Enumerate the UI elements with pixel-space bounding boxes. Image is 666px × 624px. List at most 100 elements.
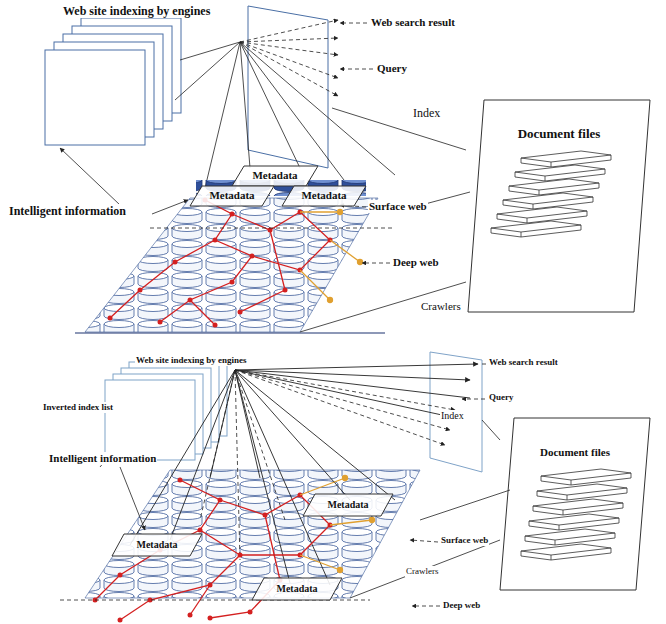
orange-links (330, 240, 360, 262)
red-nodes (108, 316, 113, 321)
query-arrows (200, 364, 486, 560)
query-arrows (240, 42, 338, 96)
orange-links (300, 555, 340, 570)
query-arrows (340, 23, 367, 24)
node-text: Metadata (135, 539, 178, 551)
red-nodes (173, 260, 178, 265)
deep-web-storage (85, 470, 420, 598)
red-nodes (138, 288, 143, 293)
callout-label: Intelligent information (48, 452, 157, 465)
red-network (210, 515, 280, 618)
red-nodes (158, 320, 163, 325)
red-nodes (188, 298, 193, 303)
leader-lines (420, 490, 510, 520)
callout-label: Inverted index list (42, 402, 114, 413)
node-outline-shape (303, 494, 393, 516)
fan-lines (240, 42, 300, 168)
page-stack (105, 356, 227, 460)
callout-label: Surface web (440, 535, 489, 546)
node-outline-shape (190, 186, 274, 206)
red-nodes (250, 254, 255, 259)
red-network (232, 212, 330, 270)
document-slabs (521, 151, 611, 167)
query-arrows (235, 370, 455, 410)
red-network (190, 300, 215, 325)
document-slabs (521, 544, 611, 560)
orange-links (300, 270, 330, 300)
fan-lines (205, 42, 240, 188)
red-nodes (230, 212, 235, 217)
query-arrows (240, 42, 338, 78)
red-nodes (218, 498, 223, 503)
node-text: Metadata (275, 583, 318, 595)
node-text: Metadata (251, 169, 298, 182)
orange-links (300, 478, 345, 495)
surface-boundary (150, 228, 395, 229)
orange-links (300, 476, 375, 573)
query-arrows (240, 20, 338, 42)
node-outline-shape (232, 166, 318, 186)
leader-lines (120, 467, 145, 530)
leader-lines (332, 108, 466, 150)
fan-lines (240, 42, 250, 168)
leader-lines (350, 540, 500, 598)
query-arrows (240, 38, 338, 42)
red-nodes (230, 280, 235, 285)
callout-label: Deep web (392, 256, 440, 269)
red-nodes (118, 618, 123, 623)
node-text: Metadata (208, 189, 255, 202)
metadata-plane: Metadata (190, 186, 274, 206)
document-slabs (521, 469, 631, 560)
ground-line (75, 332, 385, 333)
fan-lines (235, 370, 470, 398)
document-slabs (541, 469, 631, 485)
query-arrows (235, 370, 450, 430)
callout-label: Crawlers (405, 566, 440, 577)
deep-web-storage-group (85, 470, 420, 598)
node-outline-shape (500, 418, 650, 590)
page-stack (45, 50, 145, 145)
metadata-plane: Metadata (252, 578, 342, 600)
fan-lines (235, 370, 395, 500)
fan-lines (235, 370, 330, 585)
callout-label: Deep web (442, 600, 481, 611)
red-nodes (93, 478, 333, 623)
fan-lines (235, 370, 260, 478)
fan-lines (235, 370, 470, 380)
fan-lines (235, 370, 350, 500)
callout-label: Query (376, 62, 408, 75)
fan-lines (175, 42, 240, 100)
callout-label: Index (440, 410, 465, 422)
document-slabs (515, 165, 605, 181)
metadata-plane: Metadata (282, 186, 366, 206)
panel-title: Web site indexing by engines (62, 4, 211, 18)
query-arrows (482, 364, 486, 365)
metadata-plane: Metadata (303, 494, 393, 516)
callout-label: Crawlers (420, 300, 462, 313)
query-arrows (462, 399, 485, 400)
red-nodes (213, 323, 218, 328)
fan-lines (175, 42, 395, 188)
fan-lines (235, 370, 465, 420)
orange-links (300, 211, 340, 212)
leader-lines (60, 148, 120, 205)
query-arrows (340, 69, 373, 70)
metadata-plane: Metadata (112, 534, 202, 556)
document-slabs (497, 207, 587, 223)
red-network (110, 240, 215, 318)
fan-lines (240, 42, 395, 175)
red-nodes (263, 513, 268, 518)
node-text: Metadata (300, 189, 347, 202)
document-slabs (509, 179, 599, 195)
orange-links (358, 260, 363, 265)
query-arrows (235, 370, 285, 520)
orange-links (338, 210, 343, 215)
query-arrows (235, 370, 240, 560)
document-panel: Document files (468, 100, 650, 312)
fan-lines (170, 370, 235, 540)
node-text: Metadata (326, 499, 369, 511)
red-nodes (198, 528, 203, 533)
document-panel: Document files (500, 418, 650, 590)
red-nodes (178, 478, 183, 483)
orange-links (338, 568, 343, 573)
